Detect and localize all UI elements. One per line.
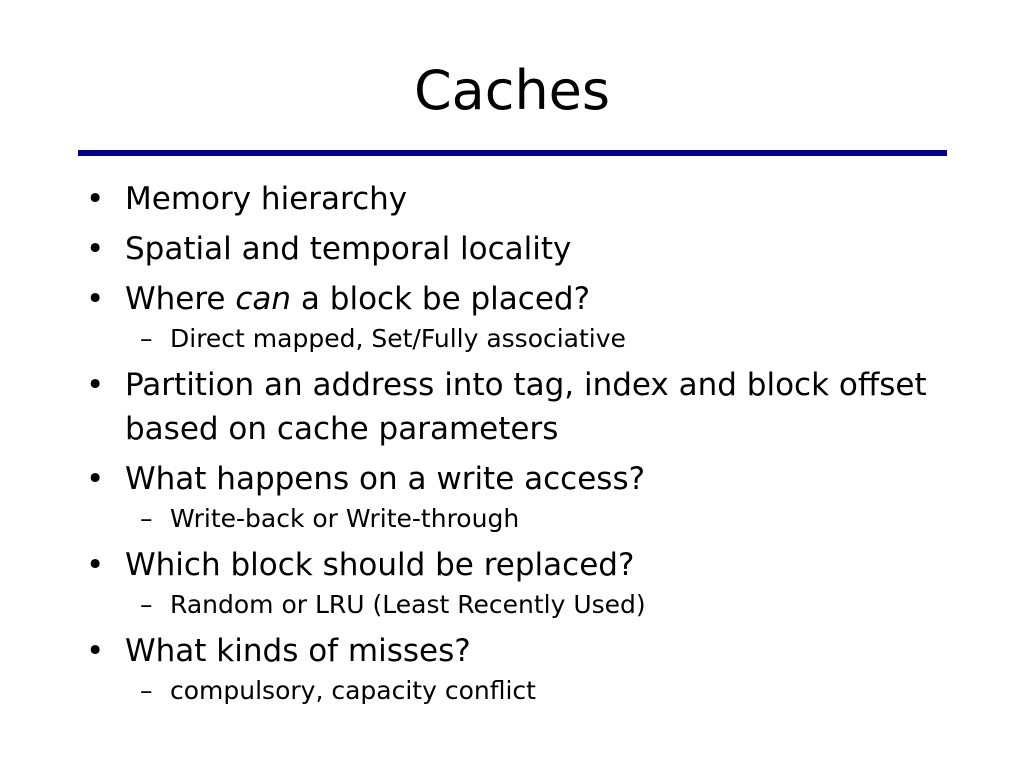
bullet-glyph: • xyxy=(86,281,105,317)
sub-bullet-text: Write-back or Write-through xyxy=(170,504,520,533)
bullet-glyph: • xyxy=(86,367,105,403)
dash-glyph: – xyxy=(140,504,153,533)
dash-glyph: – xyxy=(140,324,153,353)
bullet-glyph: • xyxy=(86,547,105,583)
sub-bullet-text: Random or LRU (Least Recently Used) xyxy=(170,590,646,619)
sub-bullet-text: Direct mapped, Set/Fully associative xyxy=(170,324,626,353)
bullet-text: Partition an address into tag, index and… xyxy=(125,367,927,447)
bullet-text: What kinds of misses? xyxy=(125,633,471,669)
dash-glyph: – xyxy=(140,590,153,619)
bullet-item: • What kinds of misses? xyxy=(0,629,945,673)
bullet-glyph: • xyxy=(86,181,105,217)
bullet-text-start: Where xyxy=(125,281,236,317)
bullet-text: Which block should be replaced? xyxy=(125,547,635,583)
bullet-list: • Memory hierarchy • Spatial and tempora… xyxy=(0,171,1024,709)
bullet-text: Memory hierarchy xyxy=(125,181,408,217)
sub-bullet-item: – Random or LRU (Least Recently Used) xyxy=(0,587,1024,623)
slide-title: Caches xyxy=(413,59,611,122)
sub-bullet-item: – compulsory, capacity conflict xyxy=(0,673,1024,709)
bullet-text: What happens on a write access? xyxy=(125,461,646,497)
bullet-glyph: • xyxy=(86,461,105,497)
bullet-item: • Where can a block be placed? xyxy=(0,277,945,321)
bullet-item: • Which block should be replaced? xyxy=(0,543,945,587)
bullet-text-emphasis: can xyxy=(235,281,292,317)
sub-bullet-item: – Write-back or Write-through xyxy=(0,501,1024,537)
bullet-item: • Partition an address into tag, index a… xyxy=(0,363,945,451)
bullet-glyph: • xyxy=(86,231,105,267)
bullet-glyph: • xyxy=(86,633,105,669)
bullet-text-end: a block be placed? xyxy=(291,281,591,317)
bullet-text: Spatial and temporal locality xyxy=(125,231,572,267)
bullet-item: • Memory hierarchy xyxy=(0,177,945,221)
bullet-item: • What happens on a write access? xyxy=(0,457,945,501)
bullet-item: • Spatial and temporal locality xyxy=(0,227,945,271)
sub-bullet-item: – Direct mapped, Set/Fully associative xyxy=(0,321,1024,357)
dash-glyph: – xyxy=(140,676,153,705)
title-divider xyxy=(78,150,947,156)
sub-bullet-text: compulsory, capacity conflict xyxy=(170,676,536,705)
